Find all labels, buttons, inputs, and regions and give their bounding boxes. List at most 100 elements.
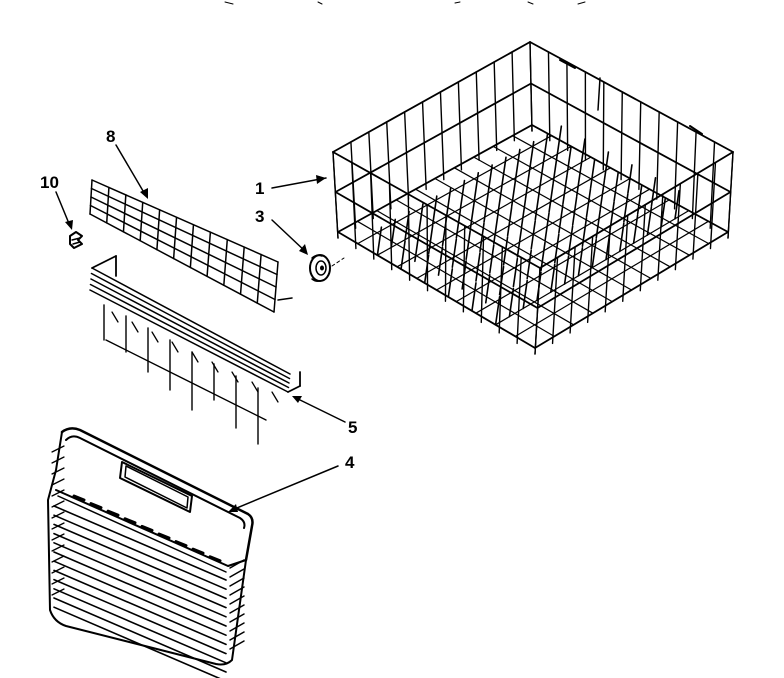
rack-tine [549, 263, 556, 293]
callout-4: 4 [345, 453, 355, 472]
basket-left-rib [51, 478, 65, 486]
rack-floor-wire [473, 156, 671, 268]
rack-wire [351, 161, 357, 250]
callout-10: 10 [40, 173, 59, 192]
rack-tine [650, 177, 657, 207]
rack-tine [400, 240, 406, 270]
rack-tine [390, 218, 397, 249]
rack-tine [613, 172, 619, 202]
rack-tine [469, 201, 476, 231]
basket-right-end [229, 559, 245, 650]
rack-rim [334, 191, 539, 309]
rack-wire [332, 151, 339, 239]
leader-8 [115, 144, 147, 197]
rack-tine [603, 151, 610, 181]
basket-left-rib [51, 500, 65, 508]
rack-wire [620, 91, 623, 181]
basket-slot [89, 502, 103, 510]
basket-slot [72, 494, 86, 502]
rack-wire [439, 91, 445, 181]
rack-wire [638, 101, 642, 191]
rack-tine [581, 217, 588, 248]
rack-tine [404, 210, 410, 241]
callout-5: 5 [348, 418, 357, 437]
cliprack-hook [251, 381, 259, 393]
rack-wire [657, 193, 664, 281]
shield-bar [273, 261, 279, 313]
clip-rack-wires [89, 255, 301, 445]
basket-left-rib [51, 489, 65, 497]
rack-tine [632, 214, 639, 245]
cliprack-hook [151, 331, 159, 343]
rack-tine [423, 254, 430, 284]
rack-tine [501, 156, 507, 187]
leader-3 [271, 219, 307, 253]
rack-tine [591, 238, 598, 269]
silverware-shield [89, 179, 293, 313]
rack-tine [508, 287, 515, 318]
shield-bar [122, 194, 127, 233]
rack-floor-wire [453, 167, 652, 279]
rack-tine [418, 203, 424, 233]
rack-tine [618, 222, 625, 253]
rack-wire [551, 256, 559, 345]
rack-tine [506, 206, 513, 237]
rack-rim [334, 82, 532, 193]
rack-tine [542, 133, 549, 163]
rack-tine [575, 167, 582, 197]
cliprack-end [287, 385, 301, 393]
rack-tine [512, 257, 519, 288]
shield-rail [91, 179, 279, 263]
basket-rib [53, 587, 227, 664]
basket-rib [53, 532, 227, 609]
arrow-5 [292, 396, 302, 403]
rack-tine [451, 238, 458, 268]
rack-tine [548, 182, 554, 213]
rack-tine [502, 236, 509, 266]
basket-rib [53, 560, 227, 637]
rack-wire [403, 111, 410, 200]
basket-left-rib [51, 588, 65, 596]
cliprack-hook [111, 311, 119, 323]
cliprack-hook [171, 341, 179, 353]
rack-tine [493, 214, 499, 245]
basket-rib [53, 578, 227, 655]
rack-tine [585, 188, 592, 218]
cliprack-rail [90, 278, 290, 384]
arrow-3 [299, 244, 308, 255]
rack-tine [660, 198, 667, 228]
basket-rib [53, 606, 221, 678]
basket-slot [106, 509, 120, 517]
rack-tine [599, 180, 606, 210]
rack-tine [473, 172, 480, 202]
shield-rail [90, 187, 278, 276]
basket-end-rib [229, 613, 245, 623]
cliprack-rail [90, 272, 291, 380]
rack-wire [656, 111, 660, 200]
rack-tine [488, 244, 495, 274]
silverware-basket [47, 427, 254, 678]
shield-bar [206, 231, 212, 278]
rack-tine [577, 247, 584, 277]
rack-tine [636, 185, 643, 215]
rack-tine [646, 206, 653, 236]
basket-rib [53, 569, 227, 646]
rack-tine [595, 209, 602, 239]
rack-tine [524, 169, 531, 200]
rack-runner [689, 125, 703, 135]
rack-tine [567, 225, 574, 256]
basket-left-rib [51, 467, 65, 475]
leader-4 [231, 465, 339, 511]
rack-floor-wire [514, 220, 710, 337]
rack-tine [483, 193, 489, 223]
leader-lines [55, 144, 346, 512]
basket-end-rib [229, 622, 245, 632]
rack-wire [457, 81, 463, 171]
rack-tine [571, 196, 578, 226]
cliprack-hook [231, 371, 239, 383]
top-edge-marks [224, 1, 586, 5]
rack-runner [559, 59, 576, 69]
basket-left-rib [51, 522, 65, 530]
rack-tine [538, 161, 545, 192]
